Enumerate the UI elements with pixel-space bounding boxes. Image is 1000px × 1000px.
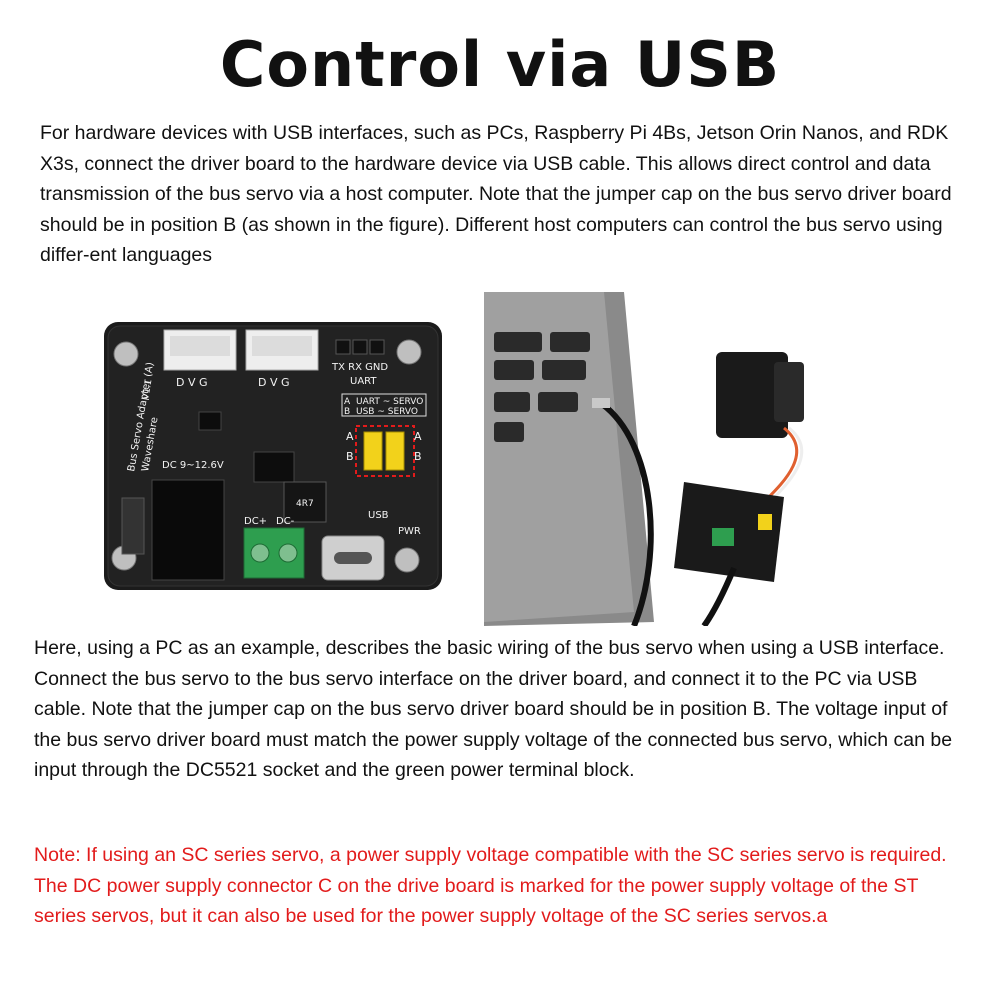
laptop-wiring-svg — [484, 292, 958, 626]
driver-board-svg: D V G D V G TX RX GND UART A UART ~ SERV… — [104, 322, 442, 590]
laptop-wiring-photo — [484, 292, 958, 626]
version-label: V1.1 — [141, 379, 154, 401]
keyboard-keys — [494, 332, 590, 442]
mode-b-text: USB ~ SERVO — [356, 407, 418, 417]
intro-paragraph: For hardware devices with USB interfaces… — [40, 122, 952, 266]
left-connector-label: D V G — [176, 376, 208, 389]
dc-range-label: DC 9~12.6V — [162, 460, 224, 471]
jumper-a-label: A — [346, 430, 354, 443]
jumper-b-label: B — [346, 450, 354, 463]
mode-a-letter: A — [344, 397, 351, 407]
note-paragraph: Note: If using an SC series servo, a pow… — [34, 844, 947, 927]
page-title: Control via USB — [219, 28, 781, 101]
uart-pins-label: TX RX GND — [331, 362, 388, 373]
jumper-cap-left — [363, 431, 383, 471]
dc-plus-label: DC+ — [244, 516, 267, 527]
mounting-screw — [111, 339, 422, 573]
wiring-paragraph: Here, using a PC as an example, describe… — [34, 637, 953, 781]
servo-motor — [716, 352, 788, 438]
dc-minus-label: DC- — [276, 516, 295, 527]
inductor — [283, 481, 327, 523]
inductor-label: 4R7 — [296, 499, 314, 509]
usb-label: USB — [368, 510, 389, 521]
usb-cable — [600, 401, 654, 626]
uart-label: UART — [350, 376, 377, 387]
dc-jack — [151, 479, 225, 581]
jumper-b-right-label: B — [414, 450, 422, 463]
jumper-a-right-label: A — [414, 430, 422, 443]
pwr-label: PWR — [398, 526, 421, 537]
driver-board-photo: D V G D V G TX RX GND UART A UART ~ SERV… — [104, 322, 444, 592]
right-connector-label: D V G — [258, 376, 290, 389]
mode-b-letter: B — [344, 407, 350, 417]
mode-a-text: UART ~ SERVO — [356, 397, 423, 407]
jumper-cap-right — [385, 431, 405, 471]
